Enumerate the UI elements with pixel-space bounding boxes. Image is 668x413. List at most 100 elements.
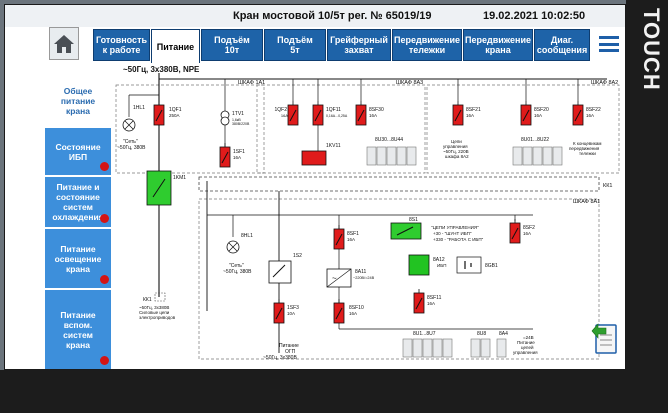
menu-bar	[599, 49, 619, 52]
sidebar-item-general-power[interactable]: Общее питание крана	[45, 75, 111, 127]
breaker-8sf22-label: 8SF22	[586, 107, 601, 113]
breaker-8sf11-label: 8SF11	[427, 295, 442, 301]
tab-grab[interactable]: Грейферный захват	[327, 29, 391, 61]
menu-button[interactable]	[597, 33, 621, 55]
document-back-icon	[591, 323, 617, 354]
tab-diagnostics[interactable]: Диаг. сообщения	[534, 29, 590, 61]
breaker-8sf21-rating: 16A	[466, 113, 474, 118]
alarm-indicator	[100, 214, 109, 223]
breaker-8sf10-rating: 16A	[349, 311, 357, 316]
sidebar-item-cooling[interactable]: Питание и состояние систем охлаждения	[45, 177, 111, 228]
breaker-8sf20[interactable]	[520, 100, 532, 126]
breaker-8sf21[interactable]	[452, 100, 464, 126]
breaker-8sf1-label: 8SF1	[347, 231, 359, 237]
page-title: Кран мостовой 10/5т рег. № 65019/19	[233, 10, 432, 22]
switch-8s1-label: 8S1	[409, 217, 418, 223]
breaker-1qf2[interactable]	[287, 100, 299, 126]
breaker-1sf3[interactable]	[273, 298, 285, 324]
switch-1s2-label: 1S2	[293, 253, 302, 259]
breaker-1qf2-label: 1QF2	[274, 107, 287, 113]
terminal-kk1-frame	[198, 176, 600, 192]
home-button[interactable]	[49, 27, 79, 60]
breaker-8sf2-rating: 16A	[523, 231, 531, 236]
breaker-8sf11[interactable]	[413, 288, 425, 314]
battery-8gb1	[456, 256, 482, 274]
lamp-8hl1-label: 8HL1	[241, 233, 253, 239]
breaker-1sf3-label: 1SF3	[287, 305, 299, 311]
tab-label: Подъём 10т	[214, 35, 250, 55]
alarm-indicator	[100, 356, 109, 365]
kk1-bottom-label: КК1	[143, 297, 152, 303]
header-bar: Кран мостовой 10/5т рег. № 65019/19 19.0…	[5, 5, 625, 27]
modules-8u30	[366, 146, 417, 166]
home-icon	[54, 34, 74, 53]
documentation-button[interactable]	[590, 321, 620, 357]
breaker-8sf30[interactable]	[355, 100, 367, 126]
breaker-1qf1-rating: 250A	[169, 113, 180, 118]
tab-trolley-travel[interactable]: Передвижение тележки	[392, 29, 462, 61]
tab-label: Подъём 5т	[277, 35, 313, 55]
power-supply-8a11-note: ~220В/=24В	[353, 276, 375, 280]
sidebar-item-label: Общее питание крана	[60, 85, 96, 116]
breaker-8sf20-rating: 16A	[534, 113, 542, 118]
breaker-1qf1[interactable]	[153, 100, 165, 126]
tab-crane-travel[interactable]: Передвижение крана	[463, 29, 533, 61]
bezel-right	[626, 0, 668, 413]
switch-1s2[interactable]	[268, 260, 292, 284]
modules-8u30-label: 8U30...8U44	[375, 137, 403, 143]
sidebar-item-lighting[interactable]: Питание освещение крана	[45, 229, 111, 289]
alarm-indicator	[100, 275, 109, 284]
modules-8u01-label: 8U01...8U22	[521, 137, 549, 143]
breaker-1sf1[interactable]	[219, 142, 231, 168]
breaker-1qf11-label: 1QF11	[326, 107, 341, 113]
breaker-8sf1[interactable]	[333, 224, 345, 250]
breaker-8sf10-label: 8SF10	[349, 305, 364, 311]
breaker-8sf22[interactable]	[572, 100, 584, 126]
breaker-1sf3-rating: 10A	[287, 311, 295, 316]
cabinet-8a2-label: ШКАФ 8А2	[591, 80, 618, 86]
breaker-8sf1-rating: 16A	[347, 237, 355, 242]
datetime-display: 19.02.2021 10:02:50	[483, 10, 586, 22]
sidebar-item-label: Питание освещение крана	[54, 243, 102, 274]
kk1-label: КК1	[603, 183, 612, 189]
cabinet-8a3-frame	[256, 84, 426, 174]
tab-readiness[interactable]: Готовность к работе	[93, 29, 150, 61]
lamp-1hl1-label: 1HL1	[133, 105, 145, 111]
modules-8u1-8u7	[402, 338, 453, 358]
sidebar-item-ups-status[interactable]: Состояние ИБП	[45, 128, 111, 176]
breaker-8sf30-label: 8SF30	[369, 107, 384, 113]
breaker-8sf2[interactable]	[509, 218, 521, 244]
module-8u8-label: 8U8	[477, 331, 486, 337]
ups-8a12-note: ИБП	[437, 263, 446, 268]
hmi-screen: Кран мостовой 10/5т рег. № 65019/19 19.0…	[4, 4, 626, 370]
tab-power[interactable]: Питание	[151, 29, 200, 63]
cabinet-8a2-frame	[426, 84, 620, 174]
battery-8gb1-label: 8GB1	[485, 263, 498, 269]
tab-label: Передвижение тележки	[394, 35, 460, 55]
cabinet-8a1-frame	[198, 198, 600, 360]
brand-logo: TOUCH	[639, 8, 664, 91]
menu-bar	[599, 36, 619, 39]
tab-hoist-5t[interactable]: Подъём 5т	[264, 29, 326, 61]
transformer-1tv1-label: 1TV1	[232, 111, 244, 117]
ups-8a12[interactable]	[408, 254, 430, 276]
breaker-8sf10[interactable]	[333, 298, 345, 324]
tab-label: Готовность к работе	[96, 35, 148, 55]
module-8a4-label: 8A4	[499, 331, 508, 337]
breaker-1qf11-rating: 0,16A...0,25A	[326, 114, 348, 118]
alarm-indicator	[100, 162, 109, 171]
relay-1kv11[interactable]	[301, 150, 327, 166]
breaker-1qf11[interactable]	[312, 100, 324, 126]
cabinet-8a3-label: ШКАФ 8А3	[396, 80, 423, 86]
breaker-8sf21-label: 8SF21	[466, 107, 481, 113]
sidebar-item-aux-systems[interactable]: Питание вспом. систем крана	[45, 290, 111, 369]
ups-8a12-label: 8A12	[433, 257, 445, 263]
breaker-1qf1-label: 1QF1	[169, 107, 182, 113]
breaker-1sf1-label: 1SF1	[233, 149, 245, 155]
tab-hoist-10t[interactable]: Подъём 10т	[201, 29, 263, 61]
supply-label: ~50Гц, 3х380В, NPE	[123, 65, 200, 74]
